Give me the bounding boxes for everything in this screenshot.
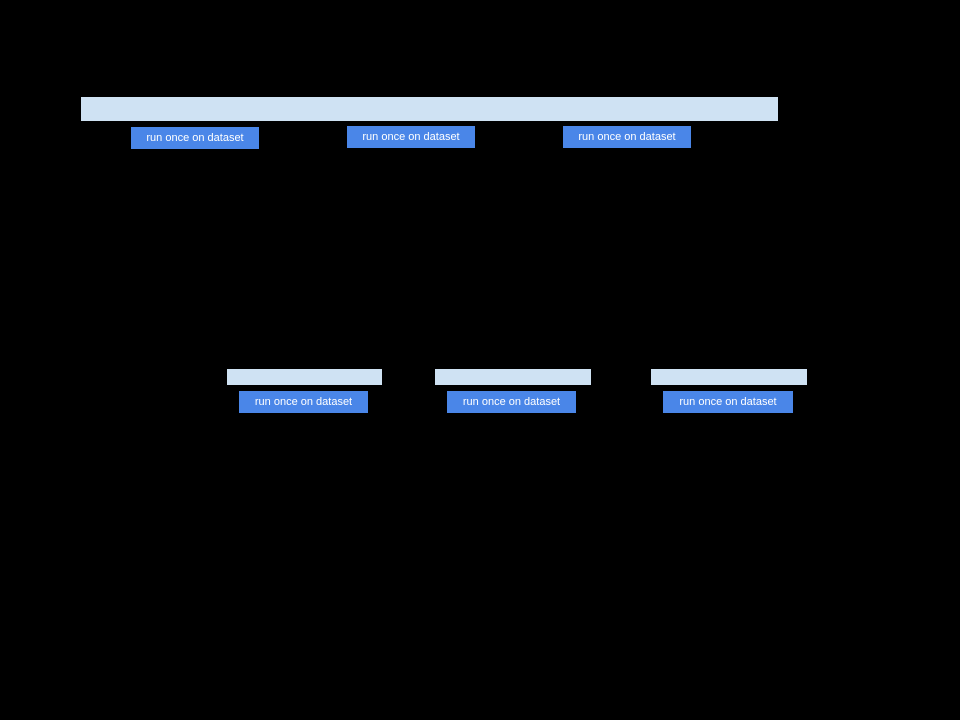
run-once-on-dataset-button-top-3[interactable]: run once on dataset (563, 126, 691, 148)
run-once-on-dataset-button-bottom-1[interactable]: run once on dataset (239, 391, 368, 413)
run-once-on-dataset-button-top-1[interactable]: run once on dataset (131, 127, 259, 149)
run-once-on-dataset-button-bottom-2[interactable]: run once on dataset (447, 391, 576, 413)
run-once-on-dataset-button-bottom-3[interactable]: run once on dataset (663, 391, 793, 413)
top-highlight-bar (81, 97, 778, 121)
group-highlight-bar-2 (435, 369, 591, 385)
group-highlight-bar-3 (651, 369, 807, 385)
group-highlight-bar-1 (227, 369, 382, 385)
run-once-on-dataset-button-top-2[interactable]: run once on dataset (347, 126, 475, 148)
